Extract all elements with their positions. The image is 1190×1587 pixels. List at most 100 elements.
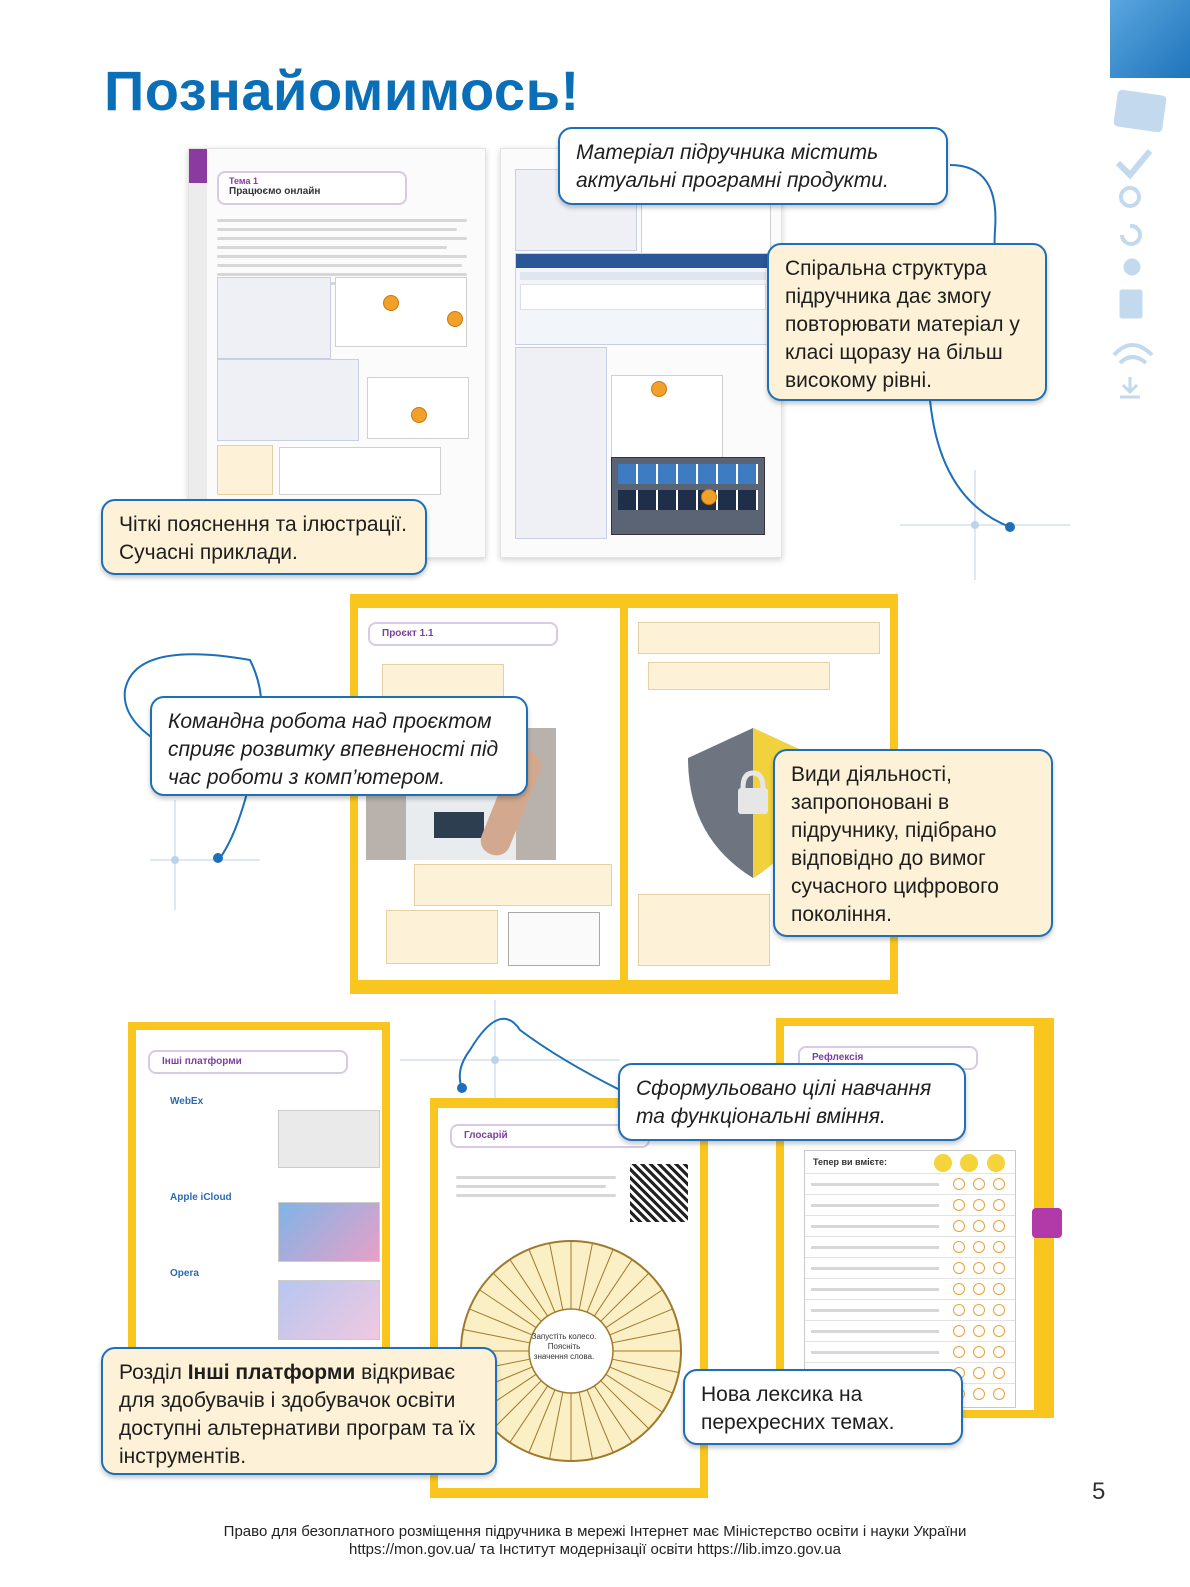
corner-tab xyxy=(1110,0,1190,78)
reflection-row xyxy=(805,1194,1015,1215)
page-margin xyxy=(189,149,207,557)
reflection-row xyxy=(805,1215,1015,1236)
side-icon-column xyxy=(1108,85,1178,410)
opera-screenshot xyxy=(278,1280,380,1340)
callout-teamwork: Командна робота над проєктом сприяє розв… xyxy=(150,696,528,796)
callout-other-platforms-pre: Розділ xyxy=(119,1361,188,1384)
callout-learning-goals: Сформульовано цілі навчання та функціона… xyxy=(618,1063,966,1141)
note-box xyxy=(648,662,830,690)
wheel-spoke xyxy=(593,1259,633,1317)
marker-dot xyxy=(383,295,399,311)
wheel-spoke xyxy=(528,1389,556,1453)
callout-activities: Види діяльності, запропоновані в підручн… xyxy=(773,749,1053,937)
emoji-row xyxy=(934,1154,1006,1174)
spread1-left-page: Тема 1 Працюємо онлайн xyxy=(188,148,486,558)
screenshot-thumb-4 xyxy=(641,197,771,255)
wheel-spoke xyxy=(492,1380,542,1430)
wheel-spoke xyxy=(509,1259,549,1317)
note-box xyxy=(217,445,273,495)
smile-icon xyxy=(934,1154,952,1172)
wheel-spoke xyxy=(612,1358,679,1373)
ribbon-screenshot xyxy=(515,253,771,345)
topic-box: Тема 1 Працюємо онлайн xyxy=(217,171,407,205)
glossary-inner: Глосарій Запустіть колесо. Поясніть знач… xyxy=(438,1108,700,1488)
smile-icon xyxy=(986,1154,1005,1172)
wheel-spoke xyxy=(463,1329,530,1344)
reflection-row xyxy=(805,1173,1015,1194)
note-box xyxy=(638,622,880,654)
qr-code xyxy=(630,1164,688,1222)
callout-other-platforms-bold: Інші платформи xyxy=(187,1361,356,1384)
wheel-spoke xyxy=(609,1366,673,1394)
reflection-row xyxy=(805,1299,1015,1320)
reflection-row xyxy=(805,1257,1015,1278)
reflection-row xyxy=(805,1278,1015,1299)
wheel-spoke xyxy=(479,1289,537,1329)
note-box xyxy=(414,864,612,906)
wheel-spoke xyxy=(586,1249,614,1313)
project-label: Проєкт 1.1 xyxy=(368,622,558,646)
wheel-spoke xyxy=(578,1392,593,1459)
wheel-spoke xyxy=(605,1289,663,1329)
marker-dot xyxy=(651,381,667,397)
gear-icon xyxy=(1123,258,1141,276)
pin-icon xyxy=(1119,186,1141,208)
wifi-icon xyxy=(1112,343,1154,365)
platform-opera: Opera xyxy=(170,1268,199,1279)
binder-clip xyxy=(1032,1208,1062,1238)
wheel-spoke xyxy=(549,1243,564,1310)
reflection-row xyxy=(805,1341,1015,1362)
screenshot-thumb-5 xyxy=(611,375,723,467)
reflection-row xyxy=(805,1320,1015,1341)
download-icon xyxy=(1120,377,1140,399)
platform-icloud: Apple iCloud xyxy=(170,1192,232,1203)
wheel-spoke xyxy=(509,1385,549,1443)
callout-other-platforms-post: відкриває для здобувачів і здобувачок ос… xyxy=(119,1361,476,1468)
footer-line-1: Право для безоплатного розміщення підруч… xyxy=(223,1523,967,1540)
side-icons-svg xyxy=(1112,89,1167,399)
wheel-spoke xyxy=(600,1272,650,1322)
wheel-spoke xyxy=(612,1329,679,1344)
wheel-spoke xyxy=(549,1392,564,1459)
wheel-spoke xyxy=(600,1380,650,1430)
wheel-spoke xyxy=(586,1389,614,1453)
marker-dot xyxy=(411,407,427,423)
check-icon xyxy=(1115,149,1153,180)
footer: Право для безоплатного розміщення підруч… xyxy=(0,1523,1190,1559)
text-lines xyxy=(456,1170,616,1203)
screenshot-thumb-1 xyxy=(335,277,467,347)
instruction-box-1 xyxy=(217,277,331,359)
undo-icon xyxy=(1120,223,1142,246)
spread1-right-page xyxy=(500,148,782,558)
design-screenshot xyxy=(611,457,765,535)
screenshot-thumb-3 xyxy=(279,447,441,495)
topic-marker xyxy=(189,149,207,183)
callout-clear-explanations: Чіткі пояснення та ілюстрації. Сучасні п… xyxy=(101,499,427,575)
other-platforms-label: Інші платформи xyxy=(148,1050,348,1074)
wheel-spoke xyxy=(492,1272,542,1322)
reflection-table-head: Тепер ви вмієте: xyxy=(813,1157,888,1167)
wheel-spoke xyxy=(578,1243,593,1310)
webex-screenshot xyxy=(278,1110,380,1168)
icloud-screenshot xyxy=(278,1202,380,1262)
callout-spiral-structure: Спіральна структура підручника дає змогу… xyxy=(767,243,1047,401)
callout-new-vocabulary: Нова лексика на перехресних темах. xyxy=(683,1369,963,1445)
smile-icon xyxy=(960,1154,979,1172)
wheel-center-text: Запустіть колесо. Поясніть значення слов… xyxy=(531,1332,597,1361)
wheel-spoke xyxy=(469,1308,533,1336)
wheel-spoke xyxy=(605,1373,663,1413)
note-box xyxy=(386,910,498,964)
other-platforms-inner: Інші платформи WebEx Apple iCloud Opera xyxy=(136,1030,382,1362)
wheel-spoke xyxy=(593,1385,633,1443)
marker-dot xyxy=(701,489,717,505)
wheel-spoke xyxy=(528,1249,556,1313)
marker-dot xyxy=(447,311,463,327)
reflection-row xyxy=(805,1236,1015,1257)
glossary-label: Глосарій xyxy=(450,1124,650,1148)
document-icon xyxy=(1119,289,1143,319)
note-box xyxy=(638,894,770,966)
instruction-box-2 xyxy=(217,359,359,441)
callout-other-platforms: Розділ Інші платформи відкриває для здоб… xyxy=(101,1347,497,1475)
page-number: 5 xyxy=(1092,1478,1106,1505)
other-platforms-page: Інші платформи WebEx Apple iCloud Opera xyxy=(128,1022,390,1362)
